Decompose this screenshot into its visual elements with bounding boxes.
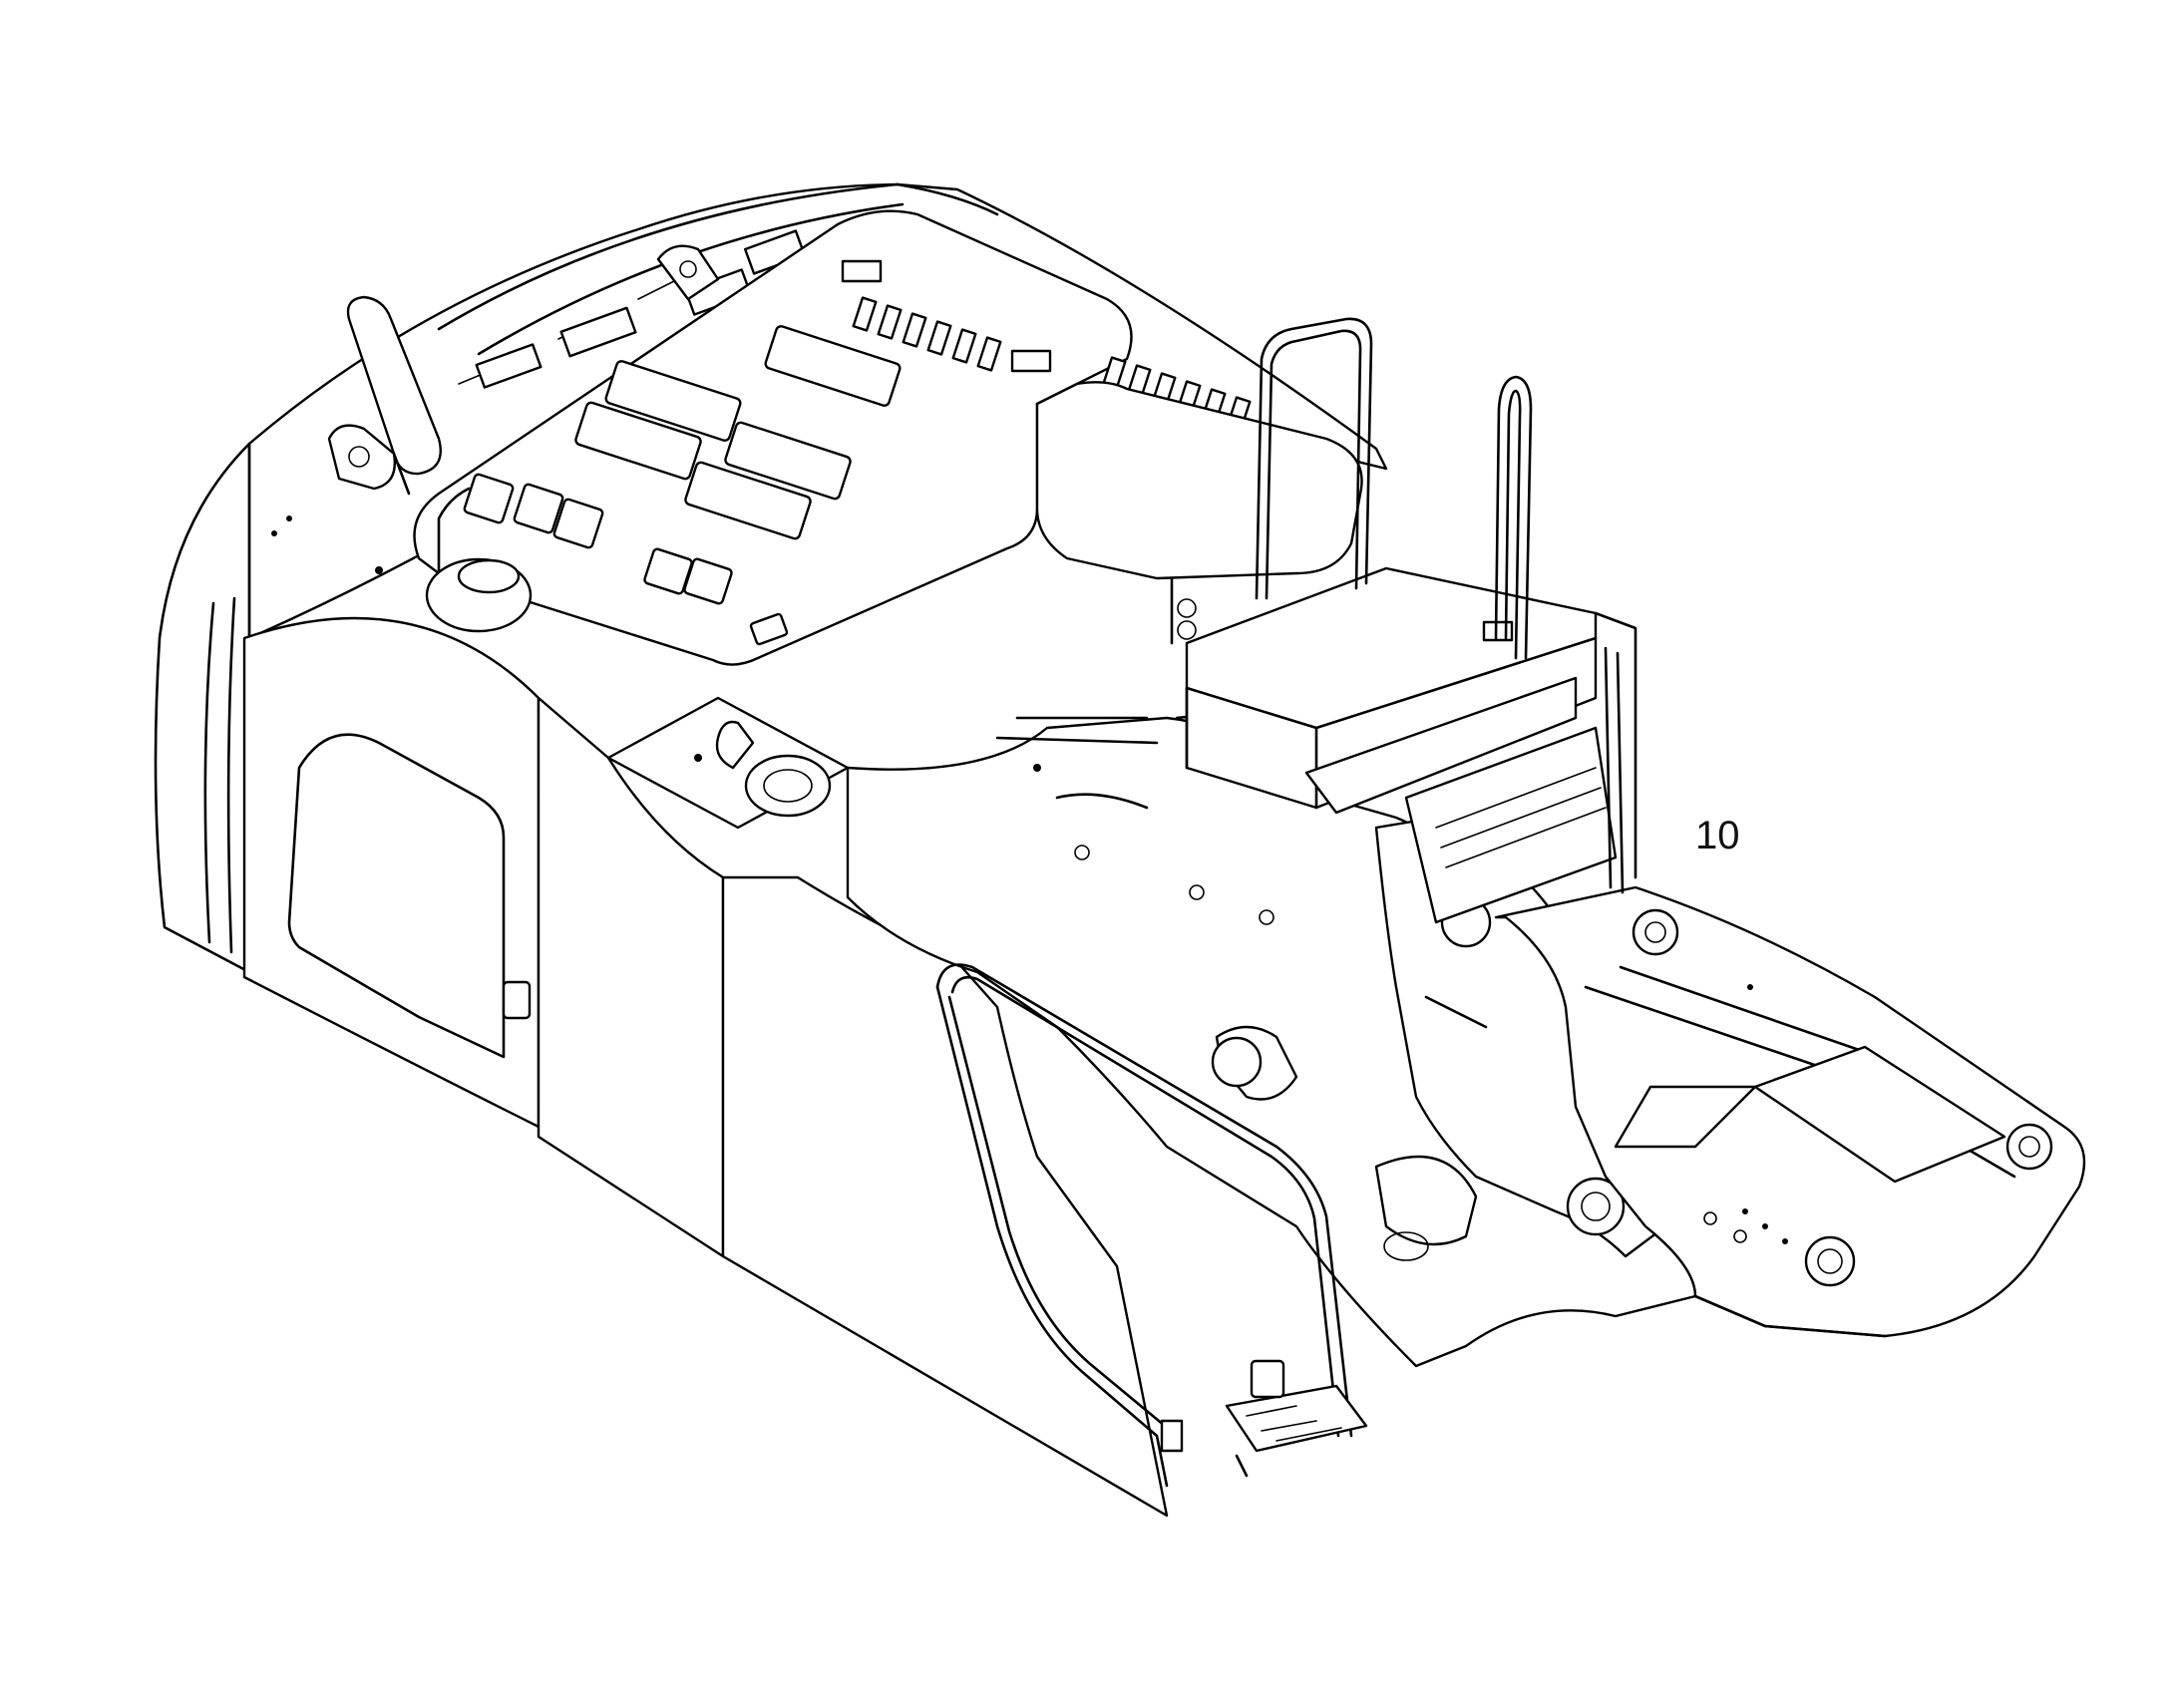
right-handrails bbox=[1255, 317, 1533, 660]
front-access-step bbox=[935, 963, 1368, 1488]
panel-fasteners bbox=[271, 515, 1788, 1244]
hood-hinge-right bbox=[1010, 349, 1052, 373]
deck-port-top bbox=[1632, 908, 1679, 956]
battery-box-lid-edge bbox=[1304, 676, 1578, 815]
left-side-door bbox=[242, 616, 541, 1129]
boom-pivot-lower bbox=[1566, 1177, 1626, 1236]
door-handle bbox=[502, 980, 532, 1020]
step-plate bbox=[1225, 1384, 1368, 1453]
deck-port-bottom bbox=[1804, 1235, 1856, 1287]
filler-valve bbox=[715, 720, 755, 770]
fuel-cap bbox=[744, 754, 832, 818]
hood-louvres bbox=[463, 325, 902, 605]
callout-label-10: 10 bbox=[1695, 814, 1740, 857]
hood-hinge-left bbox=[841, 259, 883, 283]
middle-side-panels bbox=[537, 696, 1169, 1518]
right-top-cover bbox=[1035, 381, 1363, 645]
step-latch bbox=[1250, 1359, 1285, 1399]
battery-terminal bbox=[1482, 620, 1514, 642]
engine-hood bbox=[413, 209, 1252, 666]
swing-bearing-hole bbox=[1374, 1155, 1478, 1246]
exhaust-stack bbox=[346, 295, 442, 496]
battery-box bbox=[1185, 566, 1637, 924]
cab-base-deck bbox=[1494, 885, 2086, 1338]
electrical-compartment bbox=[1404, 726, 1618, 924]
lifting-eye-top bbox=[656, 244, 720, 301]
hood-latch bbox=[749, 612, 789, 646]
deck-port-right bbox=[2005, 1123, 2053, 1171]
step-bracket-left bbox=[1160, 1419, 1184, 1453]
deck-opening-center bbox=[1614, 1085, 1757, 1149]
deck-opening-right bbox=[1753, 1045, 2006, 1184]
rear-vertical-rail bbox=[1604, 646, 1625, 894]
lifting-eye-left bbox=[327, 424, 396, 491]
